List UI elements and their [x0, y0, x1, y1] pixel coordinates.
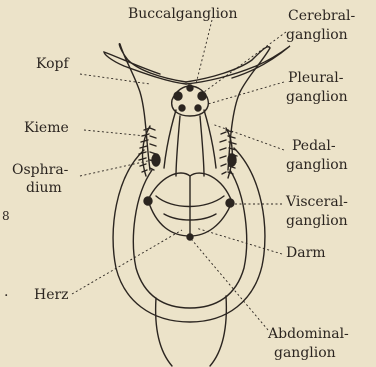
label-osphradium-2: dium [26, 180, 62, 197]
leader-kopf [80, 74, 150, 84]
label-darm: Darm [286, 245, 326, 262]
head-right-lobe [186, 46, 290, 84]
leader-pedal [212, 124, 284, 150]
label-herz: Herz [34, 287, 69, 304]
leader-buccal [196, 20, 212, 84]
label-abdominal-2: ganglion [274, 345, 336, 362]
label-pedal: Pedal- [292, 138, 336, 155]
leader-herz [72, 230, 182, 294]
label-cerebral-2: ganglion [286, 27, 348, 44]
right-gill [220, 128, 237, 178]
leader-darm [196, 228, 282, 254]
foot [156, 298, 172, 366]
leader-osphradium [80, 160, 152, 176]
label-abdominal: Abdominal- [268, 326, 349, 343]
label-buccalganglion: Buccalganglion [128, 6, 238, 23]
label-cerebral: Cerebral- [288, 8, 355, 25]
right-osphradium [228, 154, 236, 166]
margin-digit: 8 [2, 208, 10, 225]
left-osphradium [152, 154, 160, 166]
label-kieme: Kieme [24, 120, 69, 137]
leader-kieme [84, 130, 146, 136]
label-visceral-2: ganglion [286, 213, 348, 230]
label-pleural: Pleural- [288, 70, 343, 87]
label-visceral: Visceral- [286, 194, 348, 211]
label-osphradium: Osphra- [12, 162, 68, 179]
margin-dot: . [4, 284, 8, 301]
label-pleural-2: ganglion [286, 89, 348, 106]
leader-pleural [208, 82, 284, 104]
label-kopf: Kopf [36, 56, 69, 73]
label-pedal-2: ganglion [286, 157, 348, 174]
leader-abdominal [192, 240, 268, 330]
